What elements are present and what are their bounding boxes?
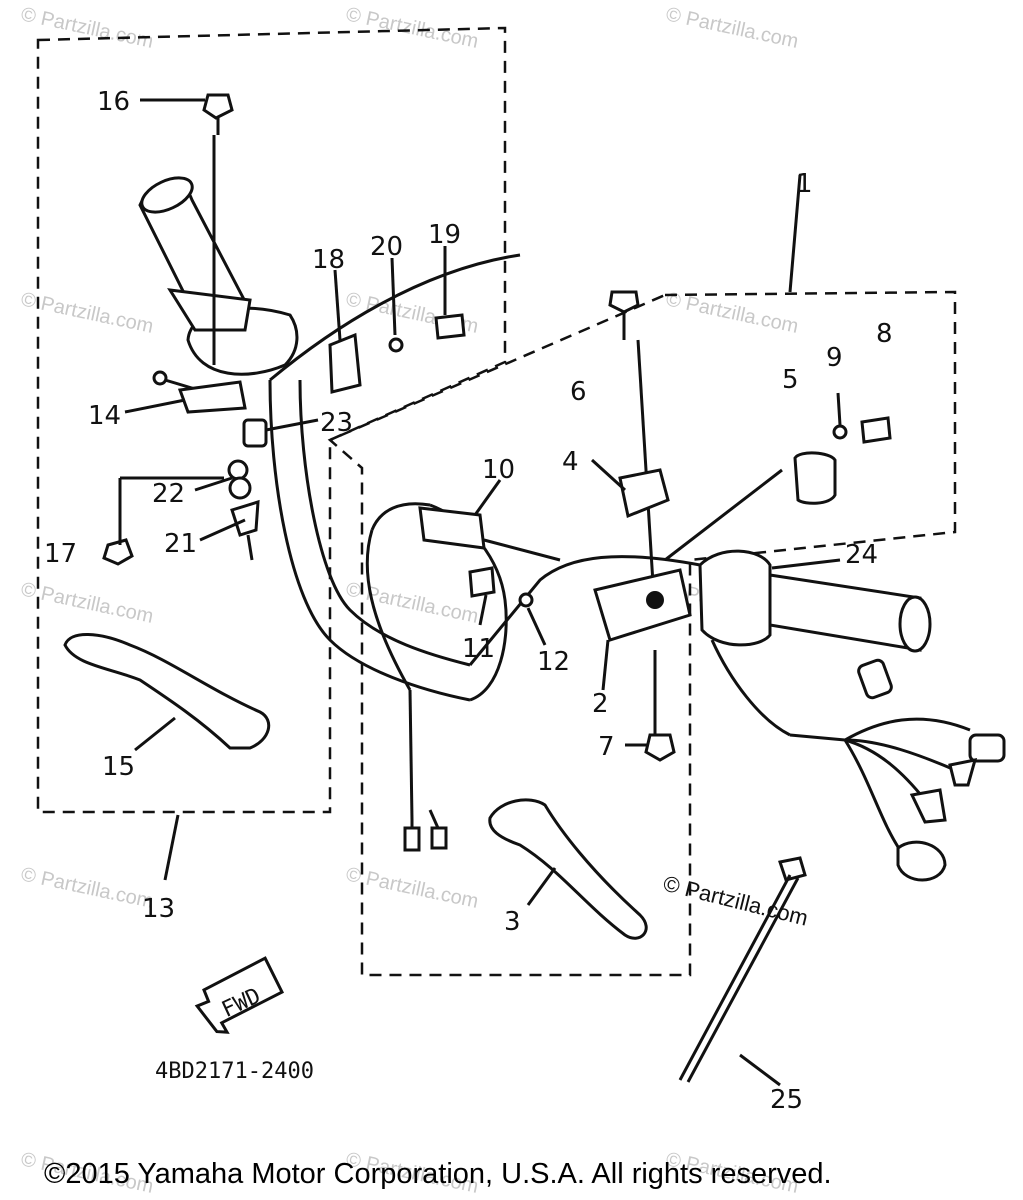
callout-14: 14 bbox=[88, 401, 121, 431]
watermark: © Partzilla.com bbox=[344, 863, 480, 913]
callout-22: 22 bbox=[152, 479, 185, 509]
callout-10: 10 bbox=[482, 455, 515, 485]
callout-12: 12 bbox=[537, 647, 570, 677]
watermark: © Partzilla.com bbox=[19, 863, 155, 913]
watermark: © Partzilla.com bbox=[19, 288, 155, 338]
callout-25: 25 bbox=[770, 1085, 803, 1115]
callout-15: 15 bbox=[102, 752, 135, 782]
watermark: © Partzilla.com bbox=[19, 3, 155, 53]
callout-labels: 16 18 20 19 14 23 22 17 21 15 13 1 6 4 1… bbox=[44, 87, 893, 1115]
left-assembly-frame bbox=[36, 26, 507, 814]
handlebar-illustration bbox=[268, 253, 701, 821]
callout-20: 20 bbox=[370, 232, 403, 262]
callout-18: 18 bbox=[312, 245, 345, 275]
callout-3: 3 bbox=[504, 907, 521, 937]
left-lever-illustration bbox=[63, 633, 271, 750]
callout-19: 19 bbox=[428, 220, 461, 250]
callout-16: 16 bbox=[97, 87, 130, 117]
callout-17: 17 bbox=[44, 539, 77, 569]
callout-7: 7 bbox=[598, 732, 615, 762]
part-code: 4BD2171-2400 bbox=[155, 1059, 314, 1084]
callout-23: 23 bbox=[320, 408, 353, 438]
right-lever-illustration bbox=[488, 798, 648, 940]
callout-6: 6 bbox=[570, 377, 587, 407]
callout-4: 4 bbox=[562, 447, 579, 477]
fwd-arrow: FWD bbox=[194, 956, 285, 1034]
callout-1: 1 bbox=[796, 169, 813, 199]
callout-2: 2 bbox=[592, 689, 609, 719]
watermark: © Partzilla.com bbox=[19, 578, 155, 628]
callout-24: 24 bbox=[845, 540, 878, 570]
cable-tie-illustration bbox=[678, 856, 807, 1083]
callout-21: 21 bbox=[164, 529, 197, 559]
callout-5: 5 bbox=[782, 365, 799, 395]
watermark: © Partzilla.com bbox=[664, 3, 800, 53]
leader-lines bbox=[118, 98, 842, 1087]
right-grip-assembly bbox=[403, 290, 1006, 882]
right-assembly-frame bbox=[327, 290, 957, 977]
left-grip-assembly bbox=[102, 93, 466, 566]
copyright-notice: ©2015 Yamaha Motor Corporation, U.S.A. A… bbox=[44, 1158, 832, 1190]
callout-8: 8 bbox=[876, 319, 893, 349]
callout-13: 13 bbox=[142, 894, 175, 924]
watermark: © Partzilla.com bbox=[664, 288, 800, 338]
callout-11: 11 bbox=[462, 634, 495, 664]
callout-9: 9 bbox=[826, 343, 843, 373]
